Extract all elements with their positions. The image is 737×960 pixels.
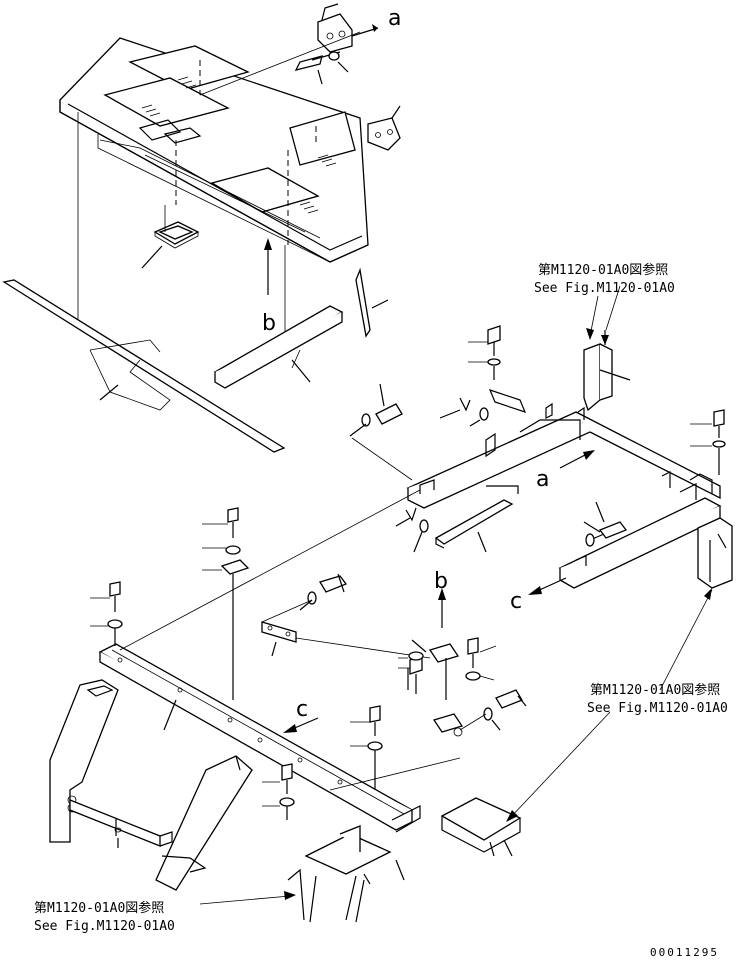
bolts-center-lower (262, 705, 383, 820)
bottom-bracket-center (287, 825, 405, 923)
bottom-bracket-right (440, 797, 522, 857)
left-crossbar (69, 799, 173, 848)
top-bracket (199, 3, 379, 96)
drawing-code: 00011295 (650, 946, 719, 959)
letter-a-top: a (388, 6, 401, 31)
beam-left (213, 305, 344, 389)
right-bracket (367, 105, 401, 151)
ref-bottom-left-jp: 第M1120-01A0図参照 (34, 900, 164, 916)
bolts-right-center (459, 637, 527, 731)
ref-mid-right-jp: 第M1120-01A0図参照 (590, 682, 720, 698)
bolt-mid-1 (349, 383, 413, 481)
long-strip (2, 279, 286, 453)
ref-bottom-left-en: See Fig.M1120-01A0 (34, 919, 175, 934)
bolt-top (294, 51, 349, 85)
ref-top-right-jp: 第M1120-01A0図参照 (538, 262, 668, 278)
bolt-bottom-3 (261, 573, 348, 623)
bolt-bottom-1 (202, 507, 250, 700)
small-hatch (141, 205, 200, 269)
bolt-right-3 (583, 501, 628, 547)
right-frame (406, 389, 722, 589)
small-plate-mid (261, 621, 431, 659)
ref-top-right-en: See Fig.M1120-01A0 (534, 281, 675, 296)
bolt-bottom-2 (90, 581, 123, 646)
letter-b-top: b (262, 311, 276, 336)
post-right-top (583, 343, 631, 412)
bracket-center-b (398, 639, 464, 737)
letter-c-right: c (510, 589, 522, 614)
bottom-main-beam (98, 643, 421, 833)
letter-b-bottom: b (434, 569, 448, 594)
rod-mid (434, 485, 519, 553)
pin-mid (395, 397, 489, 553)
roof-panel (59, 37, 369, 263)
diagonal-leg (155, 755, 253, 891)
post-right-bottom (697, 517, 733, 589)
ref-mid-right-en: See Fig.M1120-01A0 (587, 701, 728, 716)
letter-c-bottom: c (296, 697, 308, 722)
letter-a-right: a (536, 467, 549, 492)
bolt-right-1 (468, 325, 501, 380)
left-leg (49, 679, 119, 843)
bolt-right-2 (690, 409, 726, 475)
